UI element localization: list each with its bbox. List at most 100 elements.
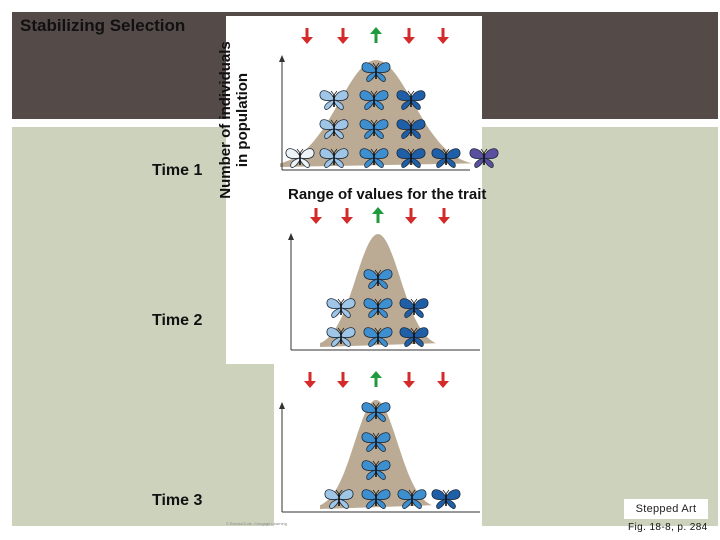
butterfly-wing bbox=[445, 498, 456, 509]
butterfly-wing bbox=[326, 298, 342, 309]
butterfly bbox=[361, 489, 391, 509]
butterfly-antenna bbox=[410, 327, 418, 333]
butterfly-wing bbox=[397, 489, 413, 500]
butterfly-wing bbox=[445, 489, 461, 500]
butterfly-wing bbox=[333, 157, 344, 168]
y-axis-arrow-icon bbox=[279, 402, 285, 409]
stepped-art-badge: Stepped Art bbox=[624, 499, 708, 519]
arrow-head bbox=[310, 217, 322, 224]
butterfly bbox=[361, 432, 391, 452]
favored-arrow-icon bbox=[370, 371, 382, 387]
butterfly-wing bbox=[319, 90, 335, 101]
time-1-label: Time 1 bbox=[152, 162, 203, 179]
arrow-head bbox=[437, 381, 449, 388]
butterfly-antenna bbox=[372, 432, 380, 438]
butterfly-antenna bbox=[442, 148, 450, 154]
butterfly-wing bbox=[373, 128, 384, 139]
butterfly-wing bbox=[377, 336, 388, 347]
butterfly-antenna bbox=[370, 90, 378, 96]
butterfly-wing bbox=[331, 336, 342, 347]
butterfly-wing bbox=[363, 269, 379, 280]
butterfly-antenna bbox=[374, 269, 382, 275]
butterfly-wing bbox=[375, 498, 386, 509]
butterfly bbox=[359, 148, 389, 168]
butterfly-antenna bbox=[407, 119, 415, 125]
butterfly-wing bbox=[324, 128, 335, 139]
butterfly-wing bbox=[290, 157, 301, 168]
butterfly-wing bbox=[401, 157, 412, 168]
butterfly-wing bbox=[396, 90, 412, 101]
butterfly-wing bbox=[324, 489, 340, 500]
butterfly-wing bbox=[399, 298, 415, 309]
selection-arrow-icon bbox=[337, 28, 349, 44]
butterfly-wing bbox=[413, 307, 424, 318]
selection-arrow-icon bbox=[310, 208, 322, 224]
butterfly-wing bbox=[299, 148, 315, 159]
butterfly-wing bbox=[431, 148, 447, 159]
butterfly bbox=[469, 148, 499, 168]
butterfly bbox=[361, 62, 391, 82]
butterfly-wing bbox=[331, 307, 342, 318]
butterfly bbox=[319, 119, 349, 139]
butterfly bbox=[319, 90, 349, 110]
butterfly bbox=[359, 119, 389, 139]
butterfly-wing bbox=[366, 411, 377, 422]
selection-arrow-icon bbox=[403, 28, 415, 44]
butterfly-wing bbox=[377, 269, 393, 280]
butterfly-wing bbox=[366, 469, 377, 480]
butterfly-wing bbox=[396, 148, 412, 159]
arrow-head bbox=[405, 217, 417, 224]
butterfly-wing bbox=[364, 99, 375, 110]
butterfly-wing bbox=[333, 148, 349, 159]
butterfly-antenna bbox=[372, 460, 380, 466]
butterfly-wing bbox=[333, 99, 344, 110]
time-2-label: Time 2 bbox=[152, 312, 203, 329]
butterfly-antenna bbox=[442, 489, 450, 495]
arrow-head bbox=[437, 37, 449, 44]
butterfly-wing bbox=[329, 498, 340, 509]
butterfly-wing bbox=[469, 148, 485, 159]
butterfly-wing bbox=[377, 307, 388, 318]
butterfly-wing bbox=[340, 336, 351, 347]
butterfly-wing bbox=[366, 498, 377, 509]
butterfly-wing bbox=[361, 62, 377, 73]
distribution-curve bbox=[280, 60, 472, 167]
butterfly-wing bbox=[359, 90, 375, 101]
arrow-head bbox=[370, 371, 382, 378]
butterfly bbox=[326, 327, 356, 347]
butterfly-wing bbox=[366, 71, 377, 82]
arrow-head bbox=[403, 381, 415, 388]
selection-arrow-icon bbox=[437, 28, 449, 44]
butterfly-wing bbox=[373, 157, 384, 168]
time-2-panel bbox=[288, 207, 480, 351]
butterfly-wing bbox=[431, 489, 447, 500]
butterfly-antenna bbox=[330, 119, 338, 125]
butterfly-wing bbox=[361, 402, 377, 413]
butterfly-wing bbox=[375, 469, 386, 480]
butterfly bbox=[363, 327, 393, 347]
butterfly-wing bbox=[285, 148, 301, 159]
butterfly-wing bbox=[338, 489, 354, 500]
selection-arrow-icon bbox=[337, 372, 349, 388]
butterfly-wing bbox=[364, 128, 375, 139]
butterfly-wing bbox=[410, 157, 421, 168]
butterfly-wing bbox=[373, 99, 384, 110]
selection-arrow-icon bbox=[405, 208, 417, 224]
favored-arrow-icon bbox=[372, 207, 384, 223]
arrow-head bbox=[304, 381, 316, 388]
butterfly-antenna bbox=[374, 327, 382, 333]
time-3-label: Time 3 bbox=[152, 492, 203, 509]
butterfly-wing bbox=[333, 128, 344, 139]
arrow-head bbox=[337, 37, 349, 44]
butterfly-antenna bbox=[372, 489, 380, 495]
butterfly-wing bbox=[373, 148, 389, 159]
butterfly-antenna bbox=[372, 62, 380, 68]
butterfly-wing bbox=[375, 460, 391, 471]
butterfly-wing bbox=[401, 128, 412, 139]
butterfly-wing bbox=[364, 157, 375, 168]
arrow-head bbox=[438, 217, 450, 224]
butterfly-wing bbox=[319, 148, 335, 159]
butterfly-wing bbox=[445, 157, 456, 168]
butterfly bbox=[399, 327, 429, 347]
